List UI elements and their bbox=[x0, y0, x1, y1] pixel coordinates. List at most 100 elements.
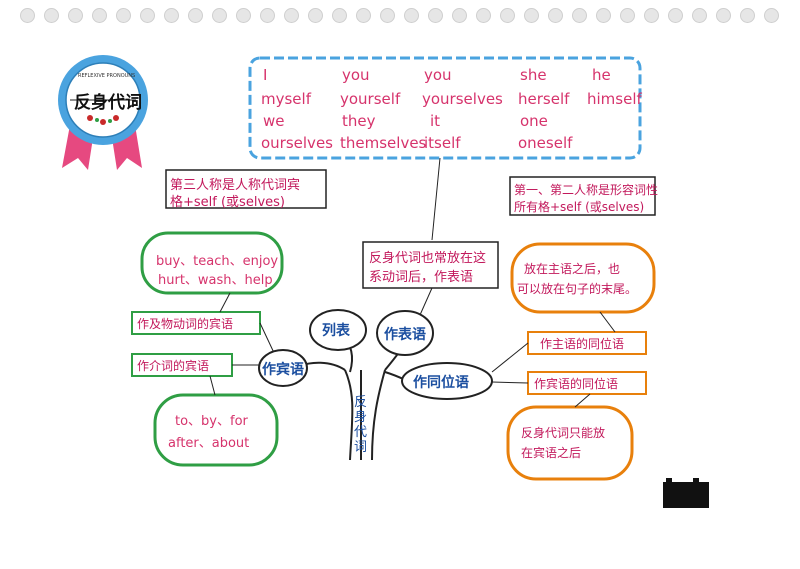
notebook-hole bbox=[20, 8, 35, 23]
pronoun-cell: one bbox=[520, 112, 548, 130]
branch-bubble-object bbox=[258, 349, 308, 387]
verb-object-label: 作及物动词的宾语 bbox=[137, 317, 234, 331]
pronoun-cell: himself bbox=[587, 90, 642, 108]
notebook-hole bbox=[716, 8, 731, 23]
notebook-hole bbox=[356, 8, 371, 23]
notebook-hole bbox=[212, 8, 227, 23]
preps-cloud-shape bbox=[153, 393, 279, 467]
preps-cloud-line: to、by、for bbox=[175, 414, 248, 429]
branch-bubble-list bbox=[309, 309, 367, 351]
box-icon-tab bbox=[693, 478, 699, 484]
notebook-holes bbox=[20, 8, 790, 24]
pronoun-cell: myself bbox=[261, 90, 311, 108]
connector-line bbox=[219, 292, 231, 313]
object-cloud-line: 在宾语之后 bbox=[521, 446, 582, 460]
badge-emblem bbox=[58, 55, 148, 170]
center-note-box bbox=[362, 241, 499, 289]
notebook-hole bbox=[140, 8, 155, 23]
pronoun-cell: yourself bbox=[340, 90, 401, 108]
notebook-hole bbox=[260, 8, 275, 23]
notebook-hole bbox=[668, 8, 683, 23]
pronoun-cell: oneself bbox=[518, 134, 573, 152]
connector-line bbox=[574, 393, 591, 408]
branch-predicative-label: 作表语 bbox=[384, 327, 426, 343]
subject-cloud-line: 放在主语之后，也 bbox=[524, 262, 621, 276]
pronoun-cell: they bbox=[342, 112, 376, 130]
notebook-hole bbox=[476, 8, 491, 23]
third-person-note-line: 格+self (或selves) bbox=[170, 195, 285, 210]
center-note-line: 反身代词也常放在这 bbox=[369, 251, 487, 266]
notebook-hole bbox=[452, 8, 467, 23]
notebook-hole bbox=[236, 8, 251, 23]
pronoun-table-cloud bbox=[248, 56, 642, 160]
verbs-cloud-line: buy、teach、enjoy bbox=[156, 254, 279, 269]
notebook-hole bbox=[740, 8, 755, 23]
connector-line bbox=[491, 381, 529, 384]
third-person-note-box bbox=[165, 169, 327, 209]
pronoun-cell: it bbox=[430, 112, 441, 130]
notebook-hole bbox=[284, 8, 299, 23]
pronoun-cell: I bbox=[263, 66, 268, 84]
object-appositive-label: 作宾语的同位语 bbox=[534, 377, 619, 391]
badge-ribbon-text: REFLEXIVE PRONOUNS bbox=[78, 73, 136, 79]
connector-line bbox=[259, 322, 276, 356]
pronoun-cell: itself bbox=[424, 134, 461, 152]
flower-icon bbox=[87, 115, 93, 121]
pronoun-cell: herself bbox=[518, 90, 570, 108]
first-second-note-line: 第一、第二人称是形容词性 bbox=[514, 183, 659, 197]
branch-bubble-predicative bbox=[376, 310, 434, 356]
branch-object-label: 作宾语 bbox=[262, 362, 304, 378]
pronoun-cell: yourselves bbox=[422, 90, 503, 108]
object-cloud-shape bbox=[506, 405, 634, 481]
leaf-icon bbox=[95, 118, 99, 122]
notebook-hole bbox=[524, 8, 539, 23]
verbs-cloud-line: hurt、wash、help bbox=[158, 273, 273, 288]
branch-bubble-appositive bbox=[401, 362, 493, 400]
center-note-line: 系动词后，作表语 bbox=[369, 270, 474, 285]
notebook-hole bbox=[620, 8, 635, 23]
notebook-hole bbox=[644, 8, 659, 23]
notebook-hole bbox=[404, 8, 419, 23]
notebook-hole bbox=[92, 8, 107, 23]
flower-icon bbox=[113, 115, 119, 121]
notebook-hole bbox=[380, 8, 395, 23]
notebook-hole bbox=[164, 8, 179, 23]
tree-trunk-label: 反身代词 bbox=[354, 395, 368, 455]
notebook-hole bbox=[44, 8, 59, 23]
leaf-icon bbox=[108, 119, 112, 123]
notebook-hole bbox=[428, 8, 443, 23]
first-second-note-line: 所有格+self (或selves) bbox=[514, 200, 645, 214]
connector-line bbox=[491, 342, 529, 373]
object-cloud-line: 反身代词只能放 bbox=[521, 426, 606, 440]
subject-cloud-line: 可以放在句子的末尾。 bbox=[517, 282, 638, 296]
notebook-hole bbox=[764, 8, 779, 23]
notebook-hole bbox=[116, 8, 131, 23]
notebook-hole bbox=[332, 8, 347, 23]
notebook-hole bbox=[308, 8, 323, 23]
pronoun-cell: ourselves bbox=[261, 134, 333, 152]
notebook-hole bbox=[548, 8, 563, 23]
pronoun-cell: we bbox=[263, 112, 285, 130]
subject-appositive-label: 作主语的同位语 bbox=[540, 337, 625, 351]
box-icon-tab bbox=[666, 478, 672, 484]
pronoun-cell: he bbox=[592, 66, 611, 84]
preps-cloud-line: after、about bbox=[168, 436, 250, 451]
badge-title: 反身代词 bbox=[74, 93, 142, 113]
prep-object-label: 作介词的宾语 bbox=[137, 359, 210, 373]
verbs-cloud-shape bbox=[140, 231, 284, 295]
pronoun-cell: you bbox=[424, 66, 452, 84]
connector-line bbox=[209, 375, 216, 396]
pronoun-cell: themselves bbox=[340, 134, 427, 152]
notebook-hole bbox=[692, 8, 707, 23]
pronoun-cell: she bbox=[520, 66, 547, 84]
notebook-hole bbox=[500, 8, 515, 23]
connector-line bbox=[599, 311, 616, 333]
branch-list-label: 列表 bbox=[322, 323, 350, 339]
box-icon bbox=[663, 482, 709, 508]
subject-cloud-shape bbox=[510, 242, 656, 314]
first-second-note-box bbox=[509, 176, 656, 216]
tree-trunk-strokes bbox=[344, 369, 386, 461]
tree-graphic bbox=[258, 309, 493, 461]
